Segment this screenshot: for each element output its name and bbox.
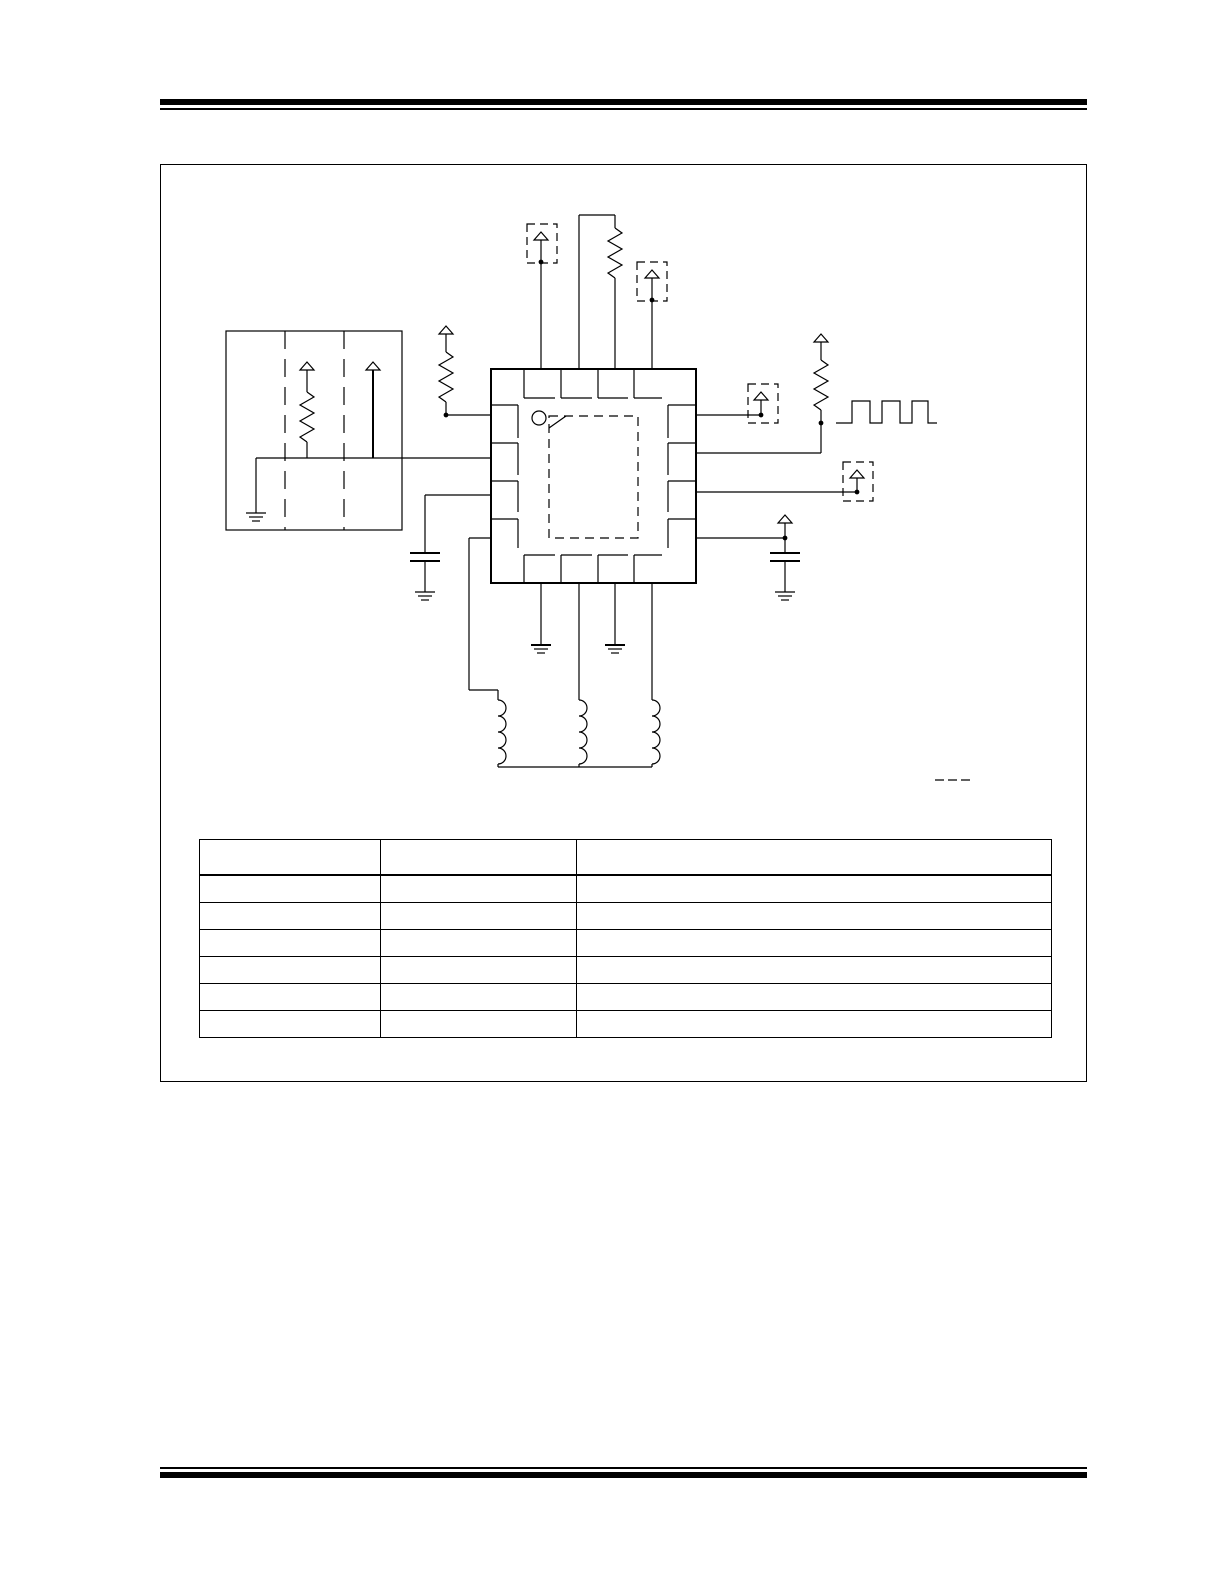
table-cell <box>576 956 1052 984</box>
motor-coil-1 <box>497 699 507 765</box>
vdd-arrow-connector-1 <box>298 361 316 371</box>
resistor-left <box>437 351 455 403</box>
optional-box-right-1 <box>747 383 779 424</box>
table-cell <box>380 956 577 984</box>
table-header-cell <box>199 839 381 876</box>
table-cell <box>576 902 1052 930</box>
table-cell <box>380 983 577 1011</box>
pin1-bevel <box>548 415 567 429</box>
vdd-arrow-left <box>437 325 455 335</box>
header-rule-thick <box>160 99 1087 105</box>
resistor-right <box>812 359 830 411</box>
table-cell <box>576 929 1052 957</box>
table-row <box>199 956 1052 984</box>
vdd-arrow-right-4 <box>776 514 794 524</box>
table-row <box>199 929 1052 957</box>
table-cell <box>199 874 381 903</box>
table-cell <box>380 902 577 930</box>
table-header-cell <box>380 839 577 876</box>
table-row <box>199 902 1052 930</box>
vdd-arrow-right-3 <box>848 469 866 479</box>
table-header-row <box>199 839 1052 876</box>
table-row <box>199 983 1052 1011</box>
resistor-top <box>606 227 624 279</box>
vdd-arrow-connector-2 <box>364 361 382 371</box>
footer-rule-thick <box>160 1472 1087 1478</box>
connector-box <box>225 330 403 531</box>
table-cell <box>576 874 1052 903</box>
ic-pins-right <box>667 404 695 548</box>
table-cell <box>380 929 577 957</box>
table-cell <box>380 874 577 903</box>
figure-frame <box>160 164 1087 1082</box>
table-cell <box>380 1010 577 1038</box>
table-row <box>199 874 1052 903</box>
vdd-arrow-right-1 <box>752 391 770 401</box>
table-row <box>199 1010 1052 1038</box>
motor-coil-2 <box>578 699 588 765</box>
optional-box-top-1 <box>526 223 558 264</box>
resistor-connector <box>298 391 316 443</box>
table-cell <box>199 1010 381 1038</box>
table-cell <box>199 956 381 984</box>
vdd-arrow-top-2 <box>643 269 661 279</box>
table-header-cell <box>576 839 1052 876</box>
ic-pins-bottom <box>523 554 662 582</box>
table-cell <box>199 902 381 930</box>
vdd-arrow-right-2 <box>812 333 830 343</box>
optional-box-right-2 <box>842 461 874 502</box>
ic-package <box>490 368 697 584</box>
table-cell <box>576 983 1052 1011</box>
ic-pins-left <box>492 404 519 548</box>
pin1-marker <box>531 410 547 426</box>
table-cell <box>199 929 381 957</box>
pin-table <box>199 839 1052 1038</box>
pwm-waveform <box>836 400 937 424</box>
exposed-pad <box>548 415 639 539</box>
vdd-arrow-top-1 <box>532 231 550 241</box>
footer-rule-thin <box>160 1467 1087 1469</box>
ic-pins-top <box>523 370 662 399</box>
table-cell <box>576 1010 1052 1038</box>
header-rule-thin <box>160 108 1087 110</box>
motor-coil-3 <box>651 699 661 765</box>
table-cell <box>199 983 381 1011</box>
